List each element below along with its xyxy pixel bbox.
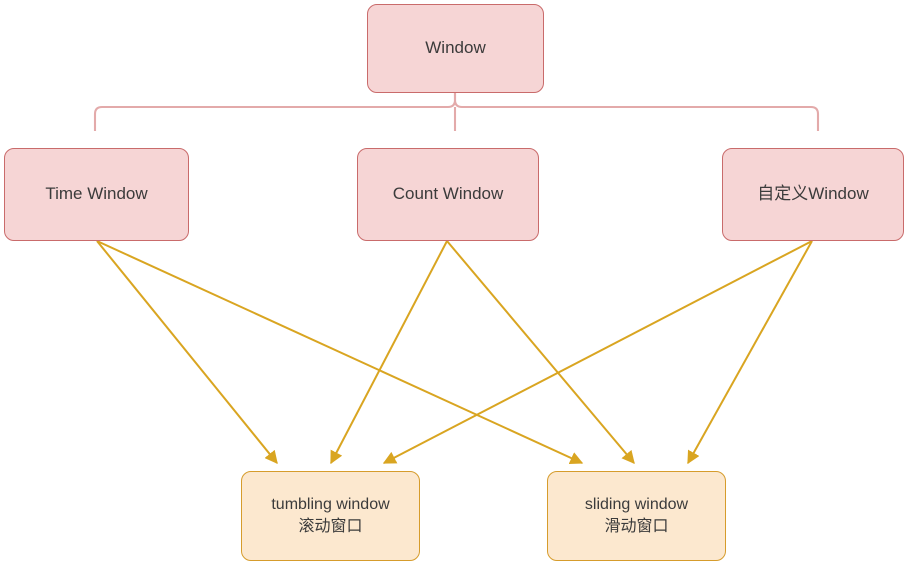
edge-count-to-tumbling — [330, 240, 448, 465]
node-time-window[interactable]: Time Window — [4, 148, 189, 241]
node-sliding-window-label-en: sliding window — [584, 496, 689, 514]
node-window-label: Window — [425, 38, 486, 58]
edge-count-to-sliding — [446, 240, 635, 464]
node-tumbling-window-label-en: tumbling window — [271, 496, 390, 514]
edge-custom-to-sliding — [687, 240, 813, 465]
node-count-window[interactable]: Count Window — [357, 148, 539, 241]
node-sliding-window-label-zh: 滑动窗口 — [604, 518, 669, 535]
edge-time-to-sliding — [96, 240, 584, 465]
node-time-window-label: Time Window — [45, 184, 148, 204]
edge-time-to-tumbling — [96, 240, 278, 465]
edge-custom-to-tumbling — [382, 240, 813, 464]
node-tumbling-window[interactable]: tumbling window 滚动窗口 — [241, 471, 420, 561]
node-sliding-window[interactable]: sliding window 滑动窗口 — [547, 471, 726, 561]
bracket-connector-root — [93, 93, 820, 131]
node-tumbling-window-label-zh: 滚动窗口 — [298, 518, 363, 535]
node-custom-window[interactable]: 自定义Window — [722, 148, 904, 241]
node-custom-window-label: 自定义Window — [757, 184, 869, 204]
node-window[interactable]: Window — [367, 4, 544, 93]
node-count-window-label: Count Window — [392, 184, 504, 204]
